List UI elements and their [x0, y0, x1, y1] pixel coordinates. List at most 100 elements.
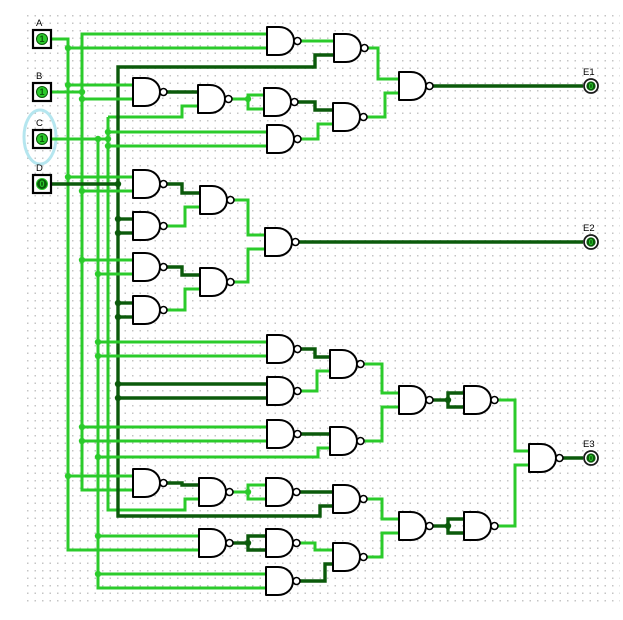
- nand-bubble-M5: [226, 195, 235, 205]
- junction-dot-5: [78, 95, 86, 103]
- nand-gate-C2[interactable]: [463, 385, 492, 415]
- nand-bubble-G2: [360, 43, 369, 53]
- junction-dot-22: [114, 180, 122, 188]
- nand-bubble-G6: [293, 134, 302, 144]
- nand-bubble-M2: [159, 221, 168, 231]
- junction-dot-13: [94, 352, 102, 360]
- nand-gate-M6[interactable]: [199, 267, 228, 297]
- input-state-circle-C: [36, 133, 48, 145]
- nand-bubble-D3: [292, 487, 301, 497]
- nand-gate-D4[interactable]: [265, 566, 294, 596]
- junction-dot-31: [244, 539, 252, 547]
- junction-dot-0: [64, 44, 72, 52]
- wire-high-21: [367, 91, 399, 119]
- junction-dot-12: [94, 338, 102, 346]
- input-state-circle-D: [36, 178, 48, 190]
- wire-high-60: [367, 497, 399, 521]
- nand-gate-M7[interactable]: [264, 227, 293, 257]
- nand-gate-M5[interactable]: [199, 185, 228, 215]
- nand-bubble-C3: [425, 521, 434, 531]
- nand-gate-C3[interactable]: [398, 511, 427, 541]
- junction-dot-10: [94, 135, 102, 143]
- nand-gate-B3[interactable]: [266, 419, 295, 449]
- nand-gate-G4[interactable]: [332, 102, 361, 132]
- junction-dot-21: [244, 488, 252, 496]
- junction-dot-14: [94, 453, 102, 461]
- wire-high-52: [498, 398, 529, 453]
- nand-gate-D2[interactable]: [198, 477, 227, 507]
- wire-high-36: [234, 247, 265, 284]
- nand-bubble-D2: [225, 487, 234, 497]
- junction-dot-23: [114, 215, 122, 223]
- output-state-circle-E3: [586, 453, 596, 463]
- junction-dot-25: [114, 299, 122, 307]
- input-label-A: A: [36, 18, 43, 29]
- nand-bubble-G1: [293, 36, 302, 46]
- output-value-E3: 0: [589, 454, 594, 463]
- input-value-D: 0: [39, 179, 44, 189]
- junction-dot-19: [104, 142, 112, 150]
- nand-gate-C1[interactable]: [398, 385, 427, 415]
- junction-dot-9: [78, 437, 86, 445]
- junction-dot-26: [114, 313, 122, 321]
- nand-gate-M1[interactable]: [132, 169, 161, 199]
- junction-dot-6: [78, 187, 86, 195]
- nand-gate-B6[interactable]: [329, 426, 358, 456]
- nand-gate-GF[interactable]: [332, 542, 361, 572]
- junction-dot-17: [104, 128, 112, 136]
- nand-gate-B2[interactable]: [266, 376, 295, 406]
- nand-gate-B5[interactable]: [329, 349, 358, 379]
- nand-bubble-M7: [291, 237, 300, 247]
- nand-gate-G1[interactable]: [266, 26, 295, 56]
- nand-gate-M3[interactable]: [132, 252, 161, 282]
- nand-gate-GB1[interactable]: [132, 77, 161, 107]
- wire-high-5: [106, 117, 199, 512]
- nand-bubble-GB1: [159, 87, 168, 97]
- output-label-E1: E1: [583, 67, 595, 78]
- wire-high-69: [367, 531, 399, 559]
- nand-gate-B1[interactable]: [266, 334, 295, 364]
- nand-bubble-D4: [292, 576, 301, 586]
- wire-low-8: [116, 53, 334, 518]
- wire-high-2: [80, 32, 267, 492]
- nand-gate-D5[interactable]: [198, 528, 227, 558]
- nand-bubble-B1: [293, 344, 302, 354]
- wire-high-66: [300, 541, 333, 552]
- junction-dot-20: [244, 95, 252, 103]
- nand-bubble-D6: [292, 538, 301, 548]
- nand-gate-GB3[interactable]: [263, 87, 292, 117]
- nand-gate-FE3[interactable]: [528, 443, 557, 473]
- nand-gate-GB2[interactable]: [197, 84, 226, 114]
- junction-dot-29: [444, 396, 452, 404]
- nand-bubble-GB2: [224, 94, 233, 104]
- nand-gate-GE[interactable]: [332, 484, 361, 514]
- nand-bubble-B2: [293, 386, 302, 396]
- nand-gate-C4[interactable]: [463, 511, 492, 541]
- nand-bubble-D5: [225, 538, 234, 548]
- nand-bubble-M3: [159, 262, 168, 272]
- nand-gate-D6[interactable]: [265, 528, 294, 558]
- nand-gate-M2[interactable]: [132, 211, 161, 241]
- nand-gate-G6[interactable]: [266, 124, 295, 154]
- nand-gate-G2[interactable]: [333, 33, 362, 63]
- output-value-E1: 0: [589, 82, 594, 91]
- nand-gate-M4[interactable]: [132, 295, 161, 325]
- junction-dot-4: [78, 88, 86, 96]
- wire-high-29: [234, 198, 265, 237]
- nand-gate-D3[interactable]: [265, 477, 294, 507]
- junction-dot-2: [64, 173, 72, 181]
- nand-bubble-B5: [356, 359, 365, 369]
- input-label-B: B: [36, 71, 42, 82]
- wire-high-4: [96, 139, 266, 590]
- nand-gate-G3[interactable]: [398, 71, 427, 101]
- wire-low-68: [300, 562, 333, 583]
- wire-low-25: [167, 182, 200, 195]
- junction-dot-18: [104, 135, 112, 143]
- output-state-circle-E2: [586, 237, 596, 247]
- nand-gate-D1[interactable]: [132, 468, 161, 498]
- selection-halo: [22, 108, 58, 166]
- wire-high-11: [368, 46, 399, 81]
- nand-bubble-GE: [359, 494, 368, 504]
- nand-bubble-B3: [293, 429, 302, 439]
